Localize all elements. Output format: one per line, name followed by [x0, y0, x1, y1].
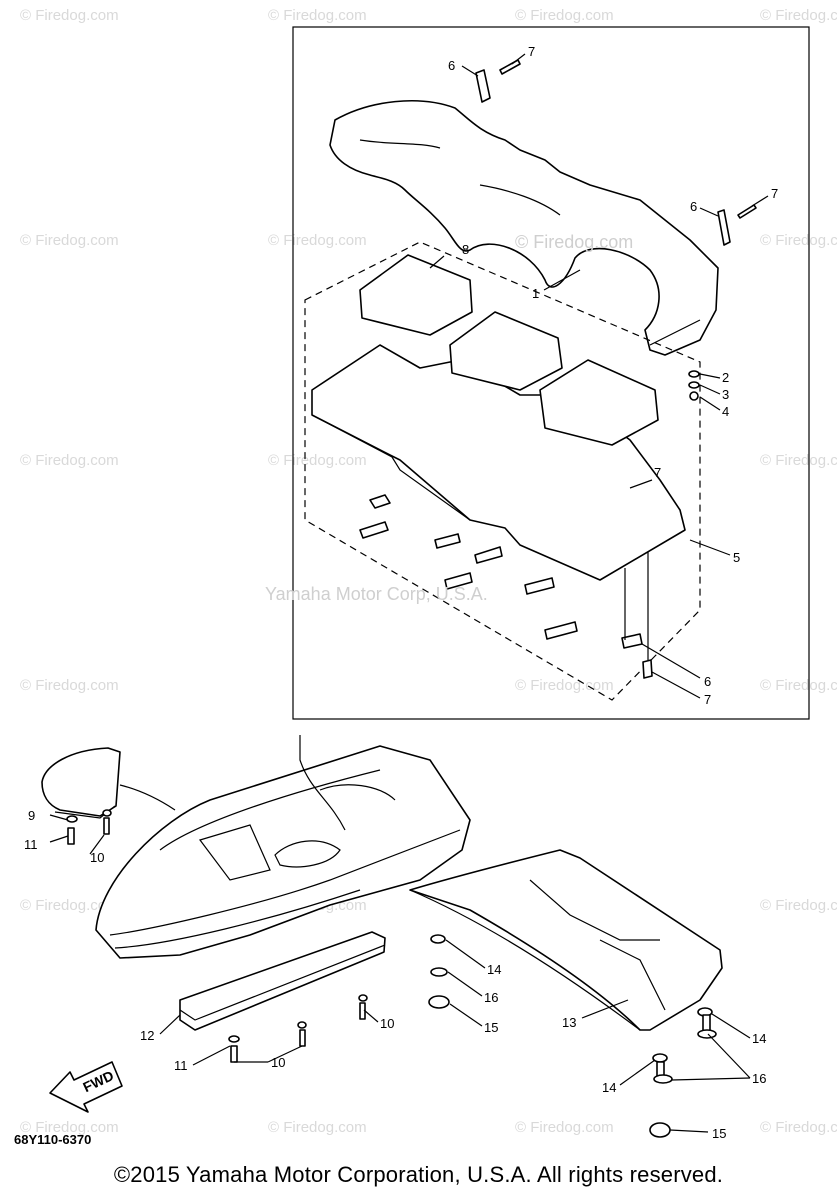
fwd-arrow: FWD — [49, 1061, 123, 1113]
lower-hardware — [66, 809, 717, 1138]
callout-6: 6 — [448, 58, 455, 73]
seat-cushion — [539, 359, 659, 446]
callout-5: 5 — [733, 550, 740, 565]
rear-backrest-panel — [329, 100, 719, 356]
watermark: © Firedog.com — [20, 7, 119, 24]
watermark: © Firedog.com — [268, 7, 367, 24]
callout-15: 15 — [484, 1020, 498, 1035]
watermark: © Firedog.com — [760, 897, 837, 914]
bow-cushion — [41, 747, 121, 817]
watermark: © Firedog.com — [20, 677, 119, 694]
watermark: © Firedog.com — [760, 677, 837, 694]
callout-7: 7 — [704, 692, 711, 707]
callout-9: 9 — [28, 808, 35, 823]
bracket — [717, 209, 731, 246]
leader-lines-upper — [429, 53, 769, 699]
callout-14: 14 — [752, 1031, 766, 1046]
part-number: 68Y110-6370 — [14, 1132, 91, 1147]
assembly-frame — [292, 26, 810, 720]
watermark: © Firedog.com — [268, 232, 367, 249]
watermark: © Firedog.com — [20, 897, 119, 914]
callout-6: 6 — [704, 674, 711, 689]
watermark-corp: Yamaha Motor Corp, U.S.A. — [265, 584, 488, 604]
boat-hull — [95, 735, 471, 959]
spring-washer — [688, 381, 700, 389]
watermark: © Firedog.com — [20, 1119, 119, 1136]
copyright-notice: ©2015 Yamaha Motor Corporation, U.S.A. A… — [113, 1162, 724, 1187]
watermark: © Firedog.com — [515, 1119, 614, 1136]
callout-labels: 6 7 6 7 8 1 2 3 4 7 5 6 7 9 11 10 12 10 … — [24, 44, 778, 1141]
watermark: © Firedog.com — [760, 7, 837, 24]
leader-lines-lower — [49, 814, 751, 1133]
watermark: © Firedog.com — [20, 452, 119, 469]
callout-11: 11 — [174, 1058, 188, 1073]
callout-12: 12 — [140, 1028, 154, 1043]
watermark-center: © Firedog.com — [515, 232, 633, 252]
callout-7: 7 — [654, 465, 661, 480]
callout-14: 14 — [602, 1080, 616, 1095]
callout-10: 10 — [271, 1055, 285, 1070]
callout-16: 16 — [484, 990, 498, 1005]
seat-cushion — [449, 311, 563, 391]
watermark: © Firedog.com — [760, 232, 837, 249]
seat-cushion — [359, 254, 473, 336]
callout-16: 16 — [752, 1071, 766, 1086]
screw — [642, 659, 653, 679]
callout-10: 10 — [90, 850, 104, 865]
watermark: © Firedog.com — [760, 1119, 837, 1136]
clip — [544, 621, 578, 640]
callout-15: 15 — [712, 1126, 726, 1141]
clip — [444, 572, 473, 590]
callout-11: 11 — [24, 837, 38, 852]
mooring-cover — [409, 849, 723, 1031]
callout-8: 8 — [462, 242, 469, 257]
clip — [434, 533, 461, 549]
screw — [737, 204, 757, 219]
nut — [689, 391, 699, 401]
watermark: © Firedog.com — [515, 677, 614, 694]
clip — [474, 546, 503, 564]
callout-2: 2 — [722, 370, 729, 385]
callout-14: 14 — [487, 962, 501, 977]
clip — [369, 494, 391, 509]
callout-10: 10 — [380, 1016, 394, 1031]
callout-13: 13 — [562, 1015, 576, 1030]
callout-3: 3 — [722, 387, 729, 402]
callout-7: 7 — [771, 186, 778, 201]
callout-1: 1 — [532, 286, 539, 301]
watermark: © Firedog.com — [268, 452, 367, 469]
callout-7: 7 — [528, 44, 535, 59]
washer — [688, 370, 700, 378]
clip — [359, 521, 389, 539]
watermark: © Firedog.com — [515, 7, 614, 24]
screw — [499, 59, 521, 75]
watermark: © Firedog.com — [760, 452, 837, 469]
watermark: © Firedog.com — [20, 232, 119, 249]
watermark: © Firedog.com — [268, 1119, 367, 1136]
callout-6: 6 — [690, 199, 697, 214]
clip — [524, 577, 555, 595]
callout-4: 4 — [722, 404, 729, 419]
bracket — [475, 69, 491, 103]
